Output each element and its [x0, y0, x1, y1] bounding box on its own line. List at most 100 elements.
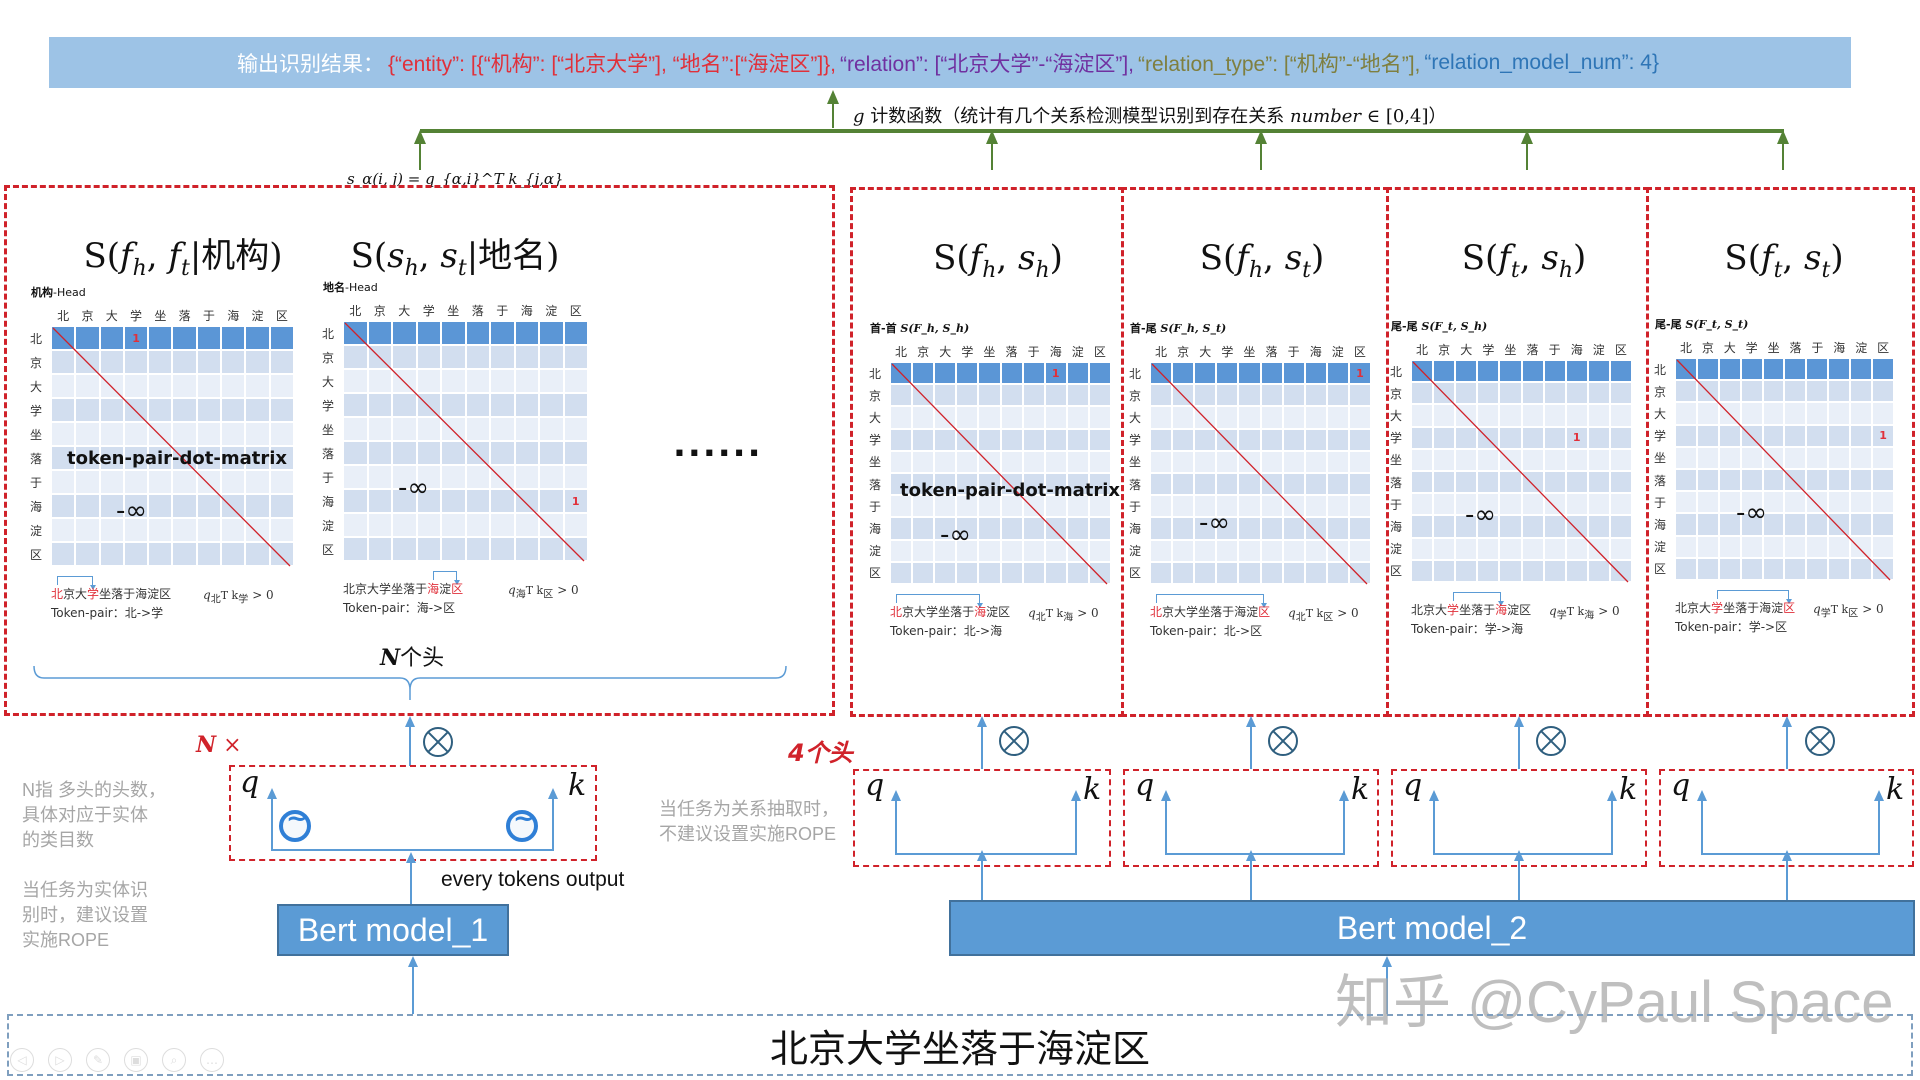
column-header: 区	[1614, 343, 1627, 357]
q-symbol: q	[1288, 606, 1296, 620]
matrix-cell	[1740, 535, 1763, 558]
matrix-cell	[1675, 491, 1697, 514]
matrix-cell	[1455, 493, 1478, 516]
sentence-char: 大	[1174, 605, 1187, 619]
row-header: 坐	[1653, 451, 1666, 466]
matrix-cell	[490, 345, 515, 369]
note-line: 实施ROPE	[22, 930, 110, 950]
matrix-cell	[1411, 448, 1434, 471]
matrix-cell	[978, 539, 1001, 562]
matrix-cell	[1565, 559, 1588, 582]
token-pair-bracket	[1156, 594, 1267, 608]
matrix-cell	[1587, 426, 1610, 449]
pen-icon[interactable]: ✎	[86, 1048, 110, 1072]
k-label: k	[1886, 772, 1905, 807]
row-header: 于	[1128, 499, 1141, 514]
matrix-cell	[978, 450, 1001, 473]
column-header: 落	[1265, 345, 1278, 359]
matrix-cell	[416, 321, 441, 345]
matrix-cell	[1565, 515, 1588, 538]
matrix-cell	[1326, 473, 1349, 496]
matrix-cell	[1411, 404, 1434, 427]
note-line: N指 多头的头数，	[22, 780, 166, 800]
column-header: 淀	[1331, 345, 1344, 359]
matrix-cell	[1194, 428, 1217, 451]
row-headers: 北京大学坐落于海淀区	[1126, 362, 1144, 584]
matrix-cell	[1499, 448, 1522, 471]
matrix-cell	[1172, 561, 1195, 584]
bert2-output-arrow	[1518, 858, 1520, 900]
matrix-cell	[1477, 559, 1500, 582]
matrix-cell	[1587, 382, 1610, 405]
matrix-cell	[196, 374, 222, 398]
matrix-cell	[1784, 380, 1807, 403]
matrix-cell	[1066, 450, 1089, 473]
title-part: t	[180, 255, 190, 281]
matrix-cell	[1172, 495, 1195, 518]
title-part: )	[1830, 238, 1844, 278]
banner-relation-type: “relation_type”: [“机构”-“地名”],	[1138, 52, 1421, 76]
matrix-cell	[1194, 561, 1217, 584]
matrix-cell	[172, 470, 197, 494]
sentence-char: 于	[415, 582, 428, 596]
matrix-cell	[75, 326, 100, 350]
matrix-cell	[1872, 535, 1894, 558]
head-label-math: S(F_h, S_h)	[900, 322, 970, 335]
matrix-cell	[99, 422, 124, 446]
matrix-cell	[196, 518, 222, 542]
column-header: 海	[1833, 341, 1846, 355]
matrix-cell	[1675, 557, 1697, 580]
matrix-cell	[1282, 428, 1305, 451]
matrix-cell	[1282, 450, 1305, 473]
matrix-cell	[245, 374, 270, 398]
matrix-cell	[245, 470, 270, 494]
caption-sentence: 北京大学坐落于海淀区	[890, 603, 1010, 620]
matrix-cell	[934, 473, 957, 496]
matrix-cell	[392, 537, 417, 561]
matrix-cell	[563, 537, 588, 561]
matrix-grid: 1	[1675, 358, 1894, 580]
matrix-cell	[172, 326, 197, 350]
matrix-cell	[934, 517, 957, 540]
matrix-cell	[51, 542, 76, 566]
column-header: 于	[202, 309, 215, 323]
banner-entity: {“entity”: [{“机构”: [“北京大学”], “地名”:[“海淀区”…	[387, 52, 836, 76]
matrix-cell: 1	[1565, 426, 1588, 449]
title-part: h	[1558, 257, 1573, 283]
matrix-head-label: 首-尾 S(F_h, S_t)	[1130, 320, 1226, 336]
next-icon[interactable]: ▷	[48, 1048, 72, 1072]
row-header: 京	[868, 388, 881, 403]
matrix-cell	[343, 369, 368, 393]
note-line: 不建议设置实施ROPE	[659, 824, 837, 844]
more-icon[interactable]: …	[200, 1048, 224, 1072]
matrix-cell	[1609, 537, 1632, 560]
matrix-cell	[99, 470, 124, 494]
prev-icon[interactable]: ◁	[10, 1048, 34, 1072]
matrix-cell	[196, 398, 222, 422]
title-part: f	[969, 238, 983, 278]
matrix-cell	[1260, 450, 1283, 473]
slides-icon[interactable]: ▣	[124, 1048, 148, 1072]
matrix-cell	[343, 417, 368, 441]
note-line: 当任务为实体识	[22, 880, 148, 900]
matrix-grid: 1	[1411, 360, 1632, 582]
column-header: 落	[178, 309, 191, 323]
column-headers: 北京大学坐落于海淀区	[1150, 343, 1371, 360]
matrix-cell	[1872, 513, 1894, 536]
matrix-cell	[1150, 517, 1173, 540]
matrix-cell	[1477, 426, 1500, 449]
negative-infinity-label: -∞	[1736, 498, 1768, 528]
matrix-cell	[1022, 428, 1045, 451]
column-header: 学	[1745, 341, 1758, 355]
matrix-cell	[912, 428, 935, 451]
row-header: 京	[1128, 388, 1141, 403]
matrix-cell	[392, 489, 417, 513]
arrow-up-icon	[977, 850, 987, 861]
matrix-cell	[123, 350, 149, 374]
matrix-cell	[978, 517, 1001, 540]
zoom-icon[interactable]: ⌕	[162, 1048, 186, 1072]
matrix-cell	[1718, 469, 1741, 492]
matrix-cell	[1521, 559, 1544, 582]
column-header: 海	[227, 309, 240, 323]
